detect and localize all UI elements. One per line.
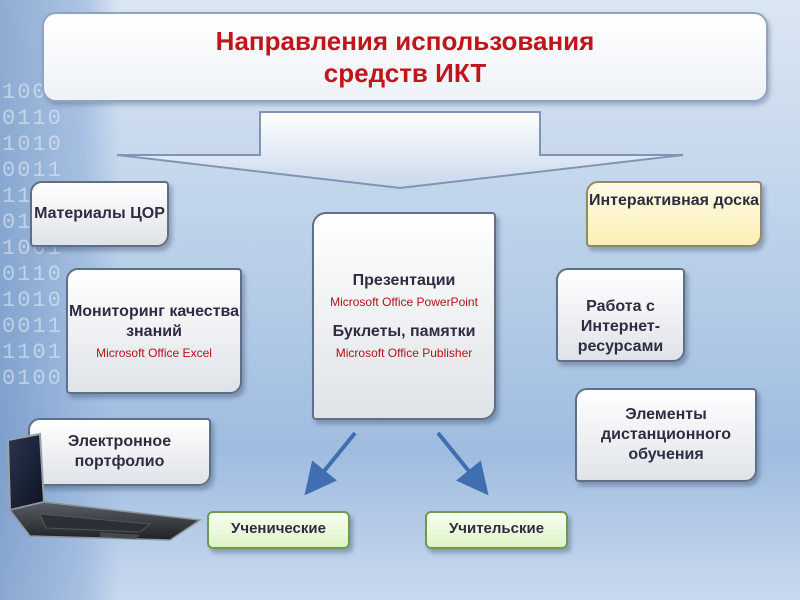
teacher-label: Учительские [449,519,544,538]
teacher-box: Учительские [425,511,568,549]
arrow-to-pupil [312,433,355,486]
pupil-label: Ученические [231,519,326,538]
presentations-software: Microsoft Office PowerPoint [330,295,478,310]
monitoring-label: Мониторинг качества знаний [68,302,240,342]
booklets-label: Буклеты, памятки [333,322,476,342]
materials-box: Материалы ЦОР [30,181,169,247]
big-down-arrow [115,110,685,190]
internet-resources-label: Работа с Интернет-ресурсами [558,297,683,357]
arrow-to-teacher [438,433,481,486]
laptop-image [0,432,205,544]
monitoring-box: Мониторинг качества знаний Microsoft Off… [66,268,242,394]
distance-learning-label: Элементы дистанционного обучения [577,405,755,465]
presentations-label: Презентации [353,271,456,291]
interactive-board-label: Интерактивная доска [589,191,759,211]
distance-learning-box: Элементы дистанционного обучения [575,388,757,482]
title-box: Направления использования средств ИКТ [42,12,768,102]
booklets-software: Microsoft Office Publisher [336,346,473,361]
title-line-1: Направления использования [216,25,595,57]
monitoring-software: Microsoft Office Excel [96,346,212,361]
presentations-box: Презентации Microsoft Office PowerPoint … [312,212,496,420]
title-line-2: средств ИКТ [324,57,486,89]
interactive-board-box: Интерактивная доска [586,181,762,247]
materials-label: Материалы ЦОР [34,204,165,224]
internet-resources-box: Работа с Интернет-ресурсами [556,268,685,362]
pupil-box: Ученические [207,511,350,549]
